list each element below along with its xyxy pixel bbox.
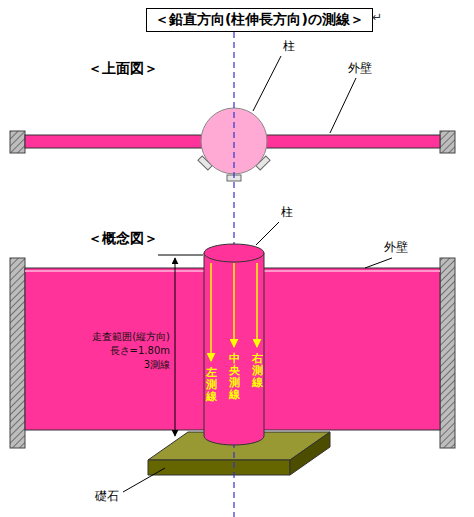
scan-arrow (233, 263, 235, 347)
scan-arrow (256, 263, 258, 347)
leader-line (123, 468, 165, 492)
dimension-tick (158, 255, 203, 256)
column-top (204, 244, 264, 262)
leader-line (330, 78, 356, 133)
scan-arrow (210, 263, 212, 361)
column-outline (203, 243, 265, 448)
dimension-arrow (175, 258, 176, 436)
part-name: 柱 (283, 40, 295, 54)
view-heading: ＜上面図＞ (88, 60, 158, 76)
dimension-text: 走査範囲(縦方向) (92, 331, 170, 343)
wall-end (10, 258, 25, 448)
column-body (204, 253, 264, 445)
title-text: ＜鉛直方向(柱伸長方向)の測線＞ (155, 11, 364, 27)
dimension-text: 3測線 (144, 359, 170, 371)
column-cylinder: 左測線 中央測線 右測線 (203, 243, 265, 448)
return-mark: ↵ (372, 11, 382, 25)
scan-line-label: 右測線 (252, 353, 263, 389)
part-name: 礎石 (95, 490, 119, 504)
part-name: 外壁 (348, 62, 372, 76)
leader-line (253, 56, 281, 111)
leader-line (256, 222, 279, 245)
part-name: 柱 (281, 206, 293, 220)
wall-end (10, 131, 25, 153)
stone-front (148, 460, 290, 475)
wall-end (440, 131, 455, 153)
leader-line (365, 258, 392, 268)
scan-line-label: 中央測線 (229, 353, 240, 401)
title-box: ＜鉛直方向(柱伸長方向)の測線＞ (146, 8, 373, 32)
scan-line-label: 左測線 (206, 367, 217, 403)
stone-side (290, 432, 330, 475)
part-name: 外壁 (384, 241, 408, 255)
view-heading: ＜概念図＞ (88, 230, 158, 246)
dimension-text: 長さ=1.80m (110, 345, 170, 357)
wall-end (440, 258, 455, 448)
